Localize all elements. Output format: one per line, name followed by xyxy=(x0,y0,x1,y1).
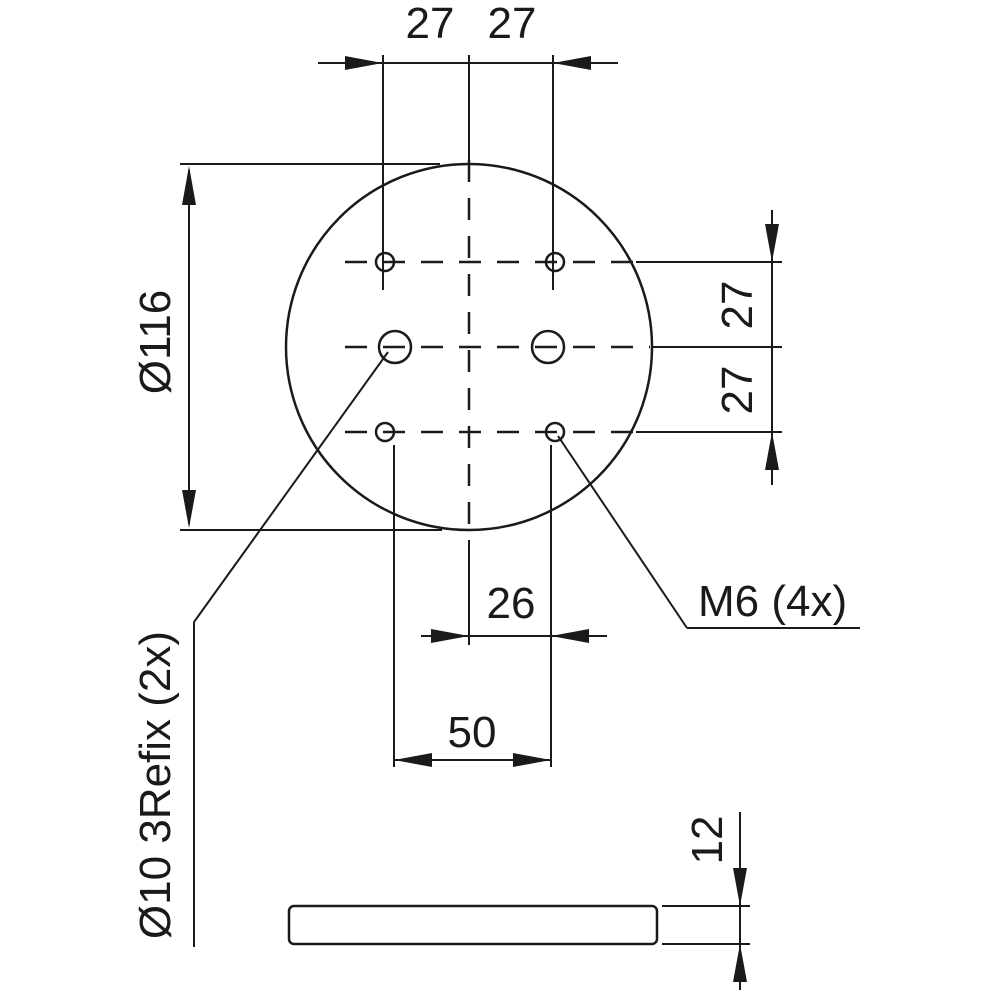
m6-hole-top-left xyxy=(374,251,396,273)
dim-right-upper-label: 27 xyxy=(713,281,762,330)
dimension-diameter: Ø116 xyxy=(131,163,442,531)
m6-hole-bottom-left xyxy=(374,421,396,443)
dim-50-label: 50 xyxy=(448,708,497,757)
plate-top-view xyxy=(284,160,654,540)
dimension-26: 26 xyxy=(421,445,607,767)
dim-thickness-label: 12 xyxy=(683,816,732,865)
dim-top-right-label: 27 xyxy=(488,0,537,48)
dimension-thickness: 12 xyxy=(662,812,750,990)
m6-hole-top-right xyxy=(544,251,566,273)
dim-26-label: 26 xyxy=(487,579,536,628)
dim-right-lower-label: 27 xyxy=(713,366,762,415)
m6-hole-bottom-right xyxy=(544,421,566,443)
d10-hole-right xyxy=(530,329,566,365)
d10-hole-left xyxy=(377,329,413,365)
callout-m6-label: M6 (4x) xyxy=(698,577,847,626)
dimension-50: 50 xyxy=(393,445,551,767)
callout-d10-label: Ø10 3Refix (2x) xyxy=(131,631,180,939)
callout-m6: M6 (4x) xyxy=(557,435,860,629)
plate-side-view xyxy=(287,904,659,946)
callout-d10: Ø10 3Refix (2x) xyxy=(131,351,389,947)
dimension-top: 27 27 xyxy=(318,0,618,290)
plate-side-outline xyxy=(287,904,659,946)
dim-top-left-label: 27 xyxy=(406,0,455,48)
dim-diameter-label: Ø116 xyxy=(131,290,180,394)
dimension-right: 27 27 xyxy=(636,210,782,485)
